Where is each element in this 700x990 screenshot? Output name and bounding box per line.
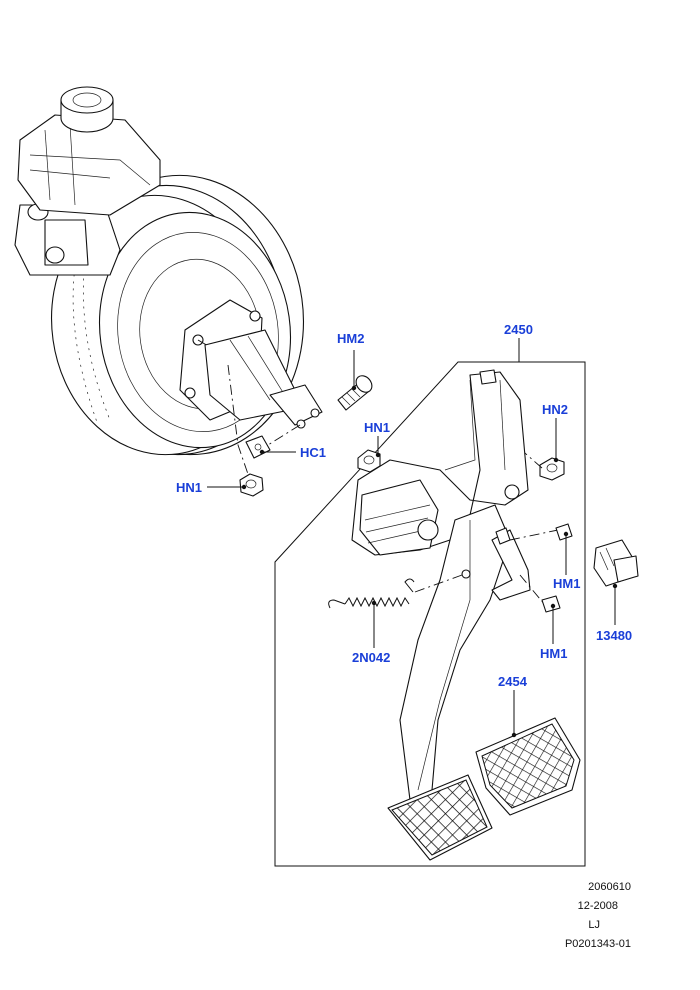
callout-hc1: HC1 [300,445,326,460]
callout-hn1-center: HN1 [364,420,390,435]
leader-clevis-to-clip [267,424,301,446]
callout-2450: 2450 [504,322,533,337]
callout-hn1-left: HN1 [176,480,202,495]
pedal-bracket [351,369,529,556]
callout-hm1-upper: HM1 [553,576,580,591]
leader-stud-to-nut [227,364,251,481]
switch-bracket [491,527,559,606]
callout-hm1-lower: HM1 [540,646,567,661]
reference-line-2: 12-2008 [578,900,618,912]
pedal-pad-2454 [475,690,581,816]
reference-block: 2060610 12-2008 LJ P0201343-01 [565,881,631,950]
brake-booster-assembly [14,86,323,456]
callout-2454: 2454 [498,674,528,689]
callout-13480: 13480 [596,628,632,643]
clip-hm1-upper [555,523,573,575]
clip-hc1 [245,435,296,459]
clip-hm1-lower [541,595,561,644]
reference-line-1: 2060610 [588,881,631,893]
pedal-switch-13480 [593,539,639,625]
return-spring-2n042 [328,574,463,648]
pedal-pad-left [387,774,493,861]
reference-line-4: P0201343-01 [565,938,631,950]
reference-line-3: LJ [588,919,600,931]
pivot-bolt-hm2 [337,350,373,411]
nut-hn1-left [207,473,264,497]
pedal-box-kit-outline [274,338,586,867]
callout-hn2: HN2 [542,402,568,417]
nut-hn1-center [357,436,381,473]
callout-hm2: HM2 [337,331,364,346]
callout-2n042: 2N042 [352,650,390,665]
